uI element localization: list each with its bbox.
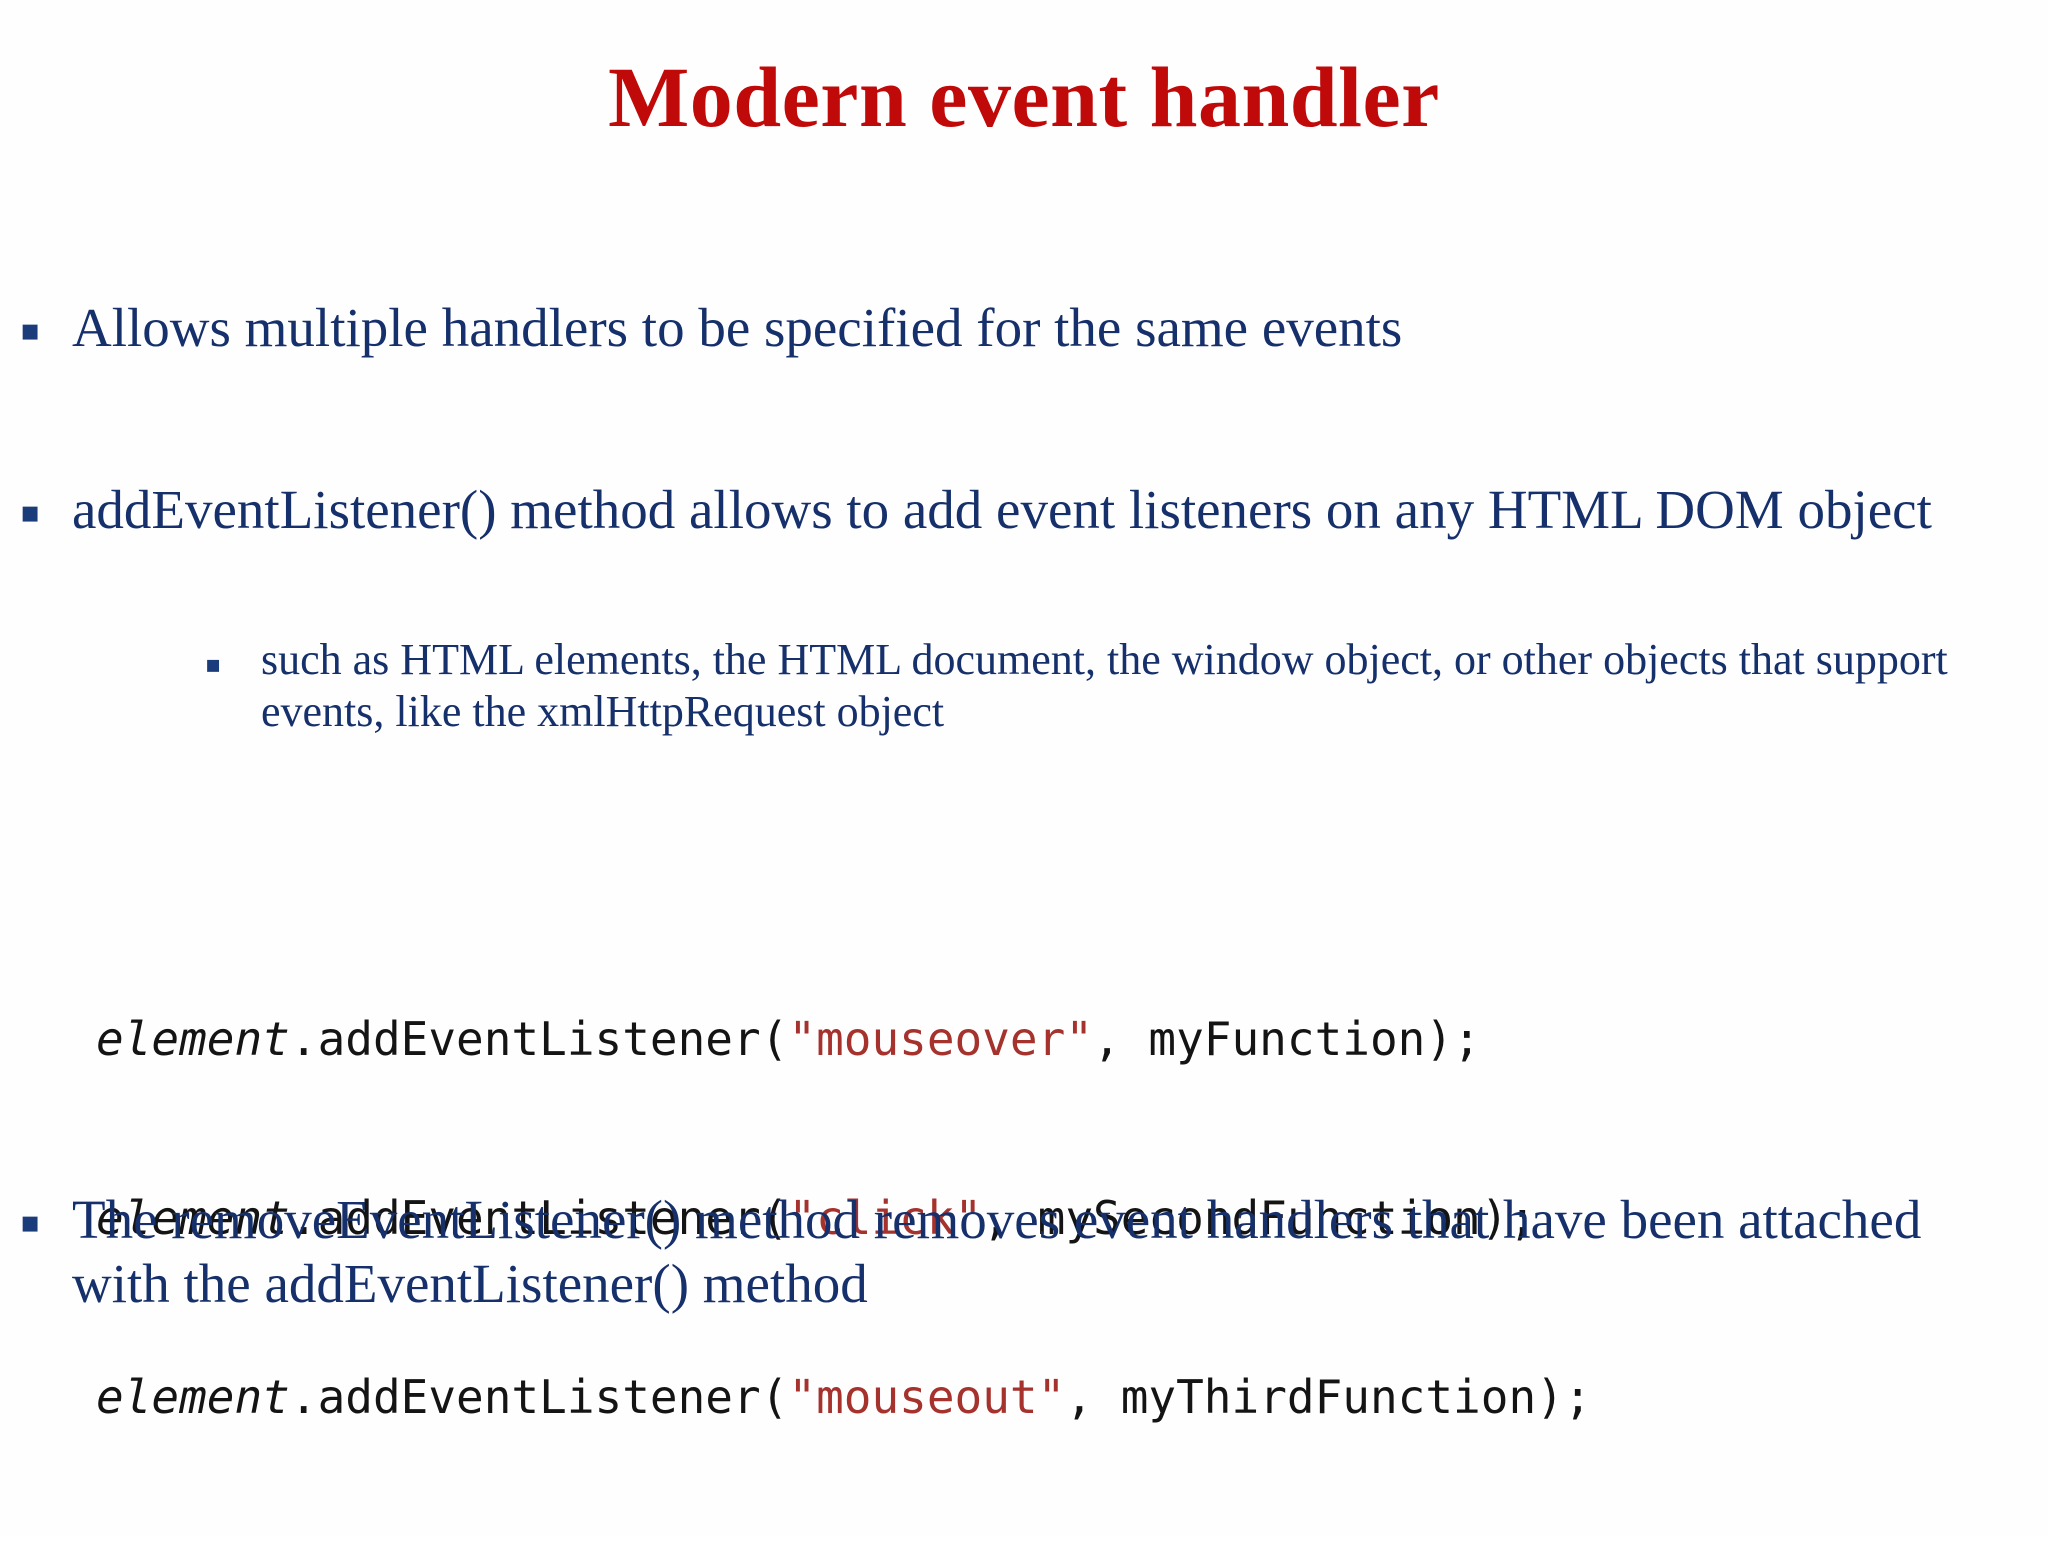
- code-tail-3: , myThirdFunction);: [1065, 1370, 1592, 1425]
- bullet-item-2: ▪ addEventListener() method allows to ad…: [0, 478, 2048, 542]
- code-object-3: element: [96, 1370, 290, 1425]
- code-string-1: "mouseover": [788, 1011, 1094, 1066]
- bullet-text-2: addEventListener() method allows to add …: [72, 479, 1932, 540]
- bullet-text-1: Allows multiple handlers to be specified…: [72, 297, 1403, 358]
- page-title: Modern event handler: [608, 49, 1440, 145]
- code-call-2: .addEventListener(: [289, 1190, 789, 1245]
- square-bullet-icon: ▪: [205, 650, 222, 678]
- square-bullet-icon: ▪: [20, 1205, 41, 1240]
- code-tail-2: , mySecondFunction);: [982, 1190, 1537, 1245]
- sub-bullet-item-1: ▪ such as HTML elements, the HTML docume…: [0, 634, 2048, 738]
- code-tail-1: , myFunction);: [1093, 1011, 1481, 1066]
- title-area: Modern event handler: [0, 49, 2048, 145]
- code-snippet: element.addEventListener("mouseover", my…: [96, 890, 1592, 1548]
- square-bullet-icon: ▪: [20, 495, 41, 530]
- code-line-3: element.addEventListener("mouseout", myT…: [96, 1368, 1592, 1428]
- bullet-text-3: The removeEventListener() method removes…: [72, 1189, 1922, 1314]
- bullet-item-3: ▪ The removeEventListener() method remov…: [0, 1188, 2048, 1316]
- code-line-2: element.addEventListener("click", mySeco…: [96, 1189, 1592, 1249]
- code-object-2: element: [96, 1190, 290, 1245]
- code-object-1: element: [96, 1011, 290, 1066]
- code-string-2: "click": [788, 1190, 983, 1245]
- bullet-item-1: ▪ Allows multiple handlers to be specifi…: [0, 296, 2048, 360]
- code-string-3: "mouseout": [788, 1370, 1066, 1425]
- square-bullet-icon: ▪: [20, 313, 41, 348]
- sub-bullet-text-1: such as HTML elements, the HTML document…: [261, 635, 1948, 736]
- code-call-3: .addEventListener(: [289, 1370, 789, 1425]
- code-call-1: .addEventListener(: [289, 1011, 789, 1066]
- code-line-1: element.addEventListener("mouseover", my…: [96, 1010, 1592, 1070]
